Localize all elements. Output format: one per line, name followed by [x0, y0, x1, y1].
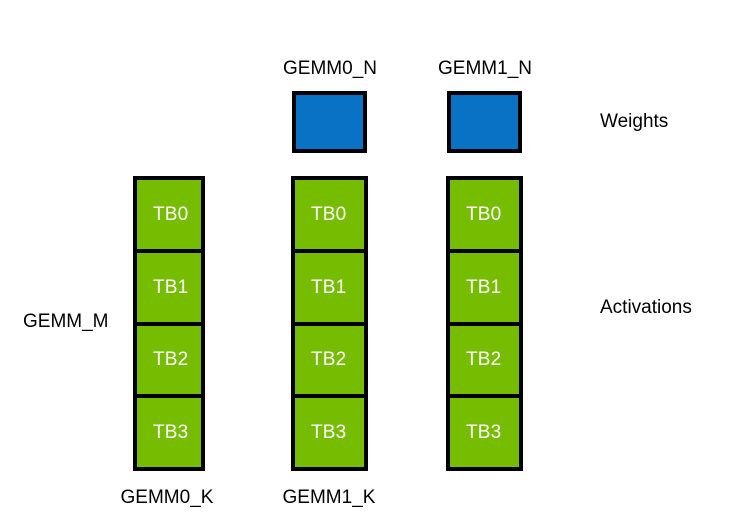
activation-cell: TB1 [137, 253, 201, 326]
activation-cell: TB2 [137, 326, 201, 399]
activation-cell-label: TB2 [311, 349, 347, 371]
activation-cell-label: TB2 [153, 349, 189, 371]
activation-column-0: TB0 TB1 TB2 TB3 [133, 176, 205, 471]
activation-cell: TB1 [295, 253, 364, 326]
weight-tile-gemm0 [292, 91, 367, 153]
activation-cell-label: TB3 [153, 422, 189, 444]
activation-cell-label: TB1 [466, 276, 502, 298]
left-label-gemm-m: GEMM_M [23, 311, 109, 332]
activation-cell: TB3 [137, 398, 201, 467]
bottom-label-gemm1-k: GEMM1_K [282, 487, 376, 508]
activation-cell: TB0 [137, 180, 201, 253]
top-label-gemm1-n-line1: GEMM1_N [438, 58, 532, 79]
activation-cell: TB2 [450, 326, 519, 399]
weight-tile-gemm1 [447, 91, 522, 153]
activation-cell: TB2 [295, 326, 364, 399]
activation-cell: TB3 [450, 398, 519, 467]
activation-cell-label: TB3 [466, 422, 502, 444]
activation-cell: TB1 [450, 253, 519, 326]
right-label-weights: Weights [600, 111, 669, 132]
right-label-activations: Activations [600, 297, 692, 318]
activation-cell: TB3 [295, 398, 364, 467]
activation-cell-label: TB1 [153, 276, 189, 298]
activation-cell: TB0 [295, 180, 364, 253]
activation-column-2: TB0 TB1 TB2 TB3 [446, 176, 523, 471]
activation-cell-label: TB0 [153, 203, 189, 225]
activation-cell-label: TB3 [311, 422, 347, 444]
bottom-label-gemm0-k: GEMM0_K [120, 487, 214, 508]
top-label-gemm0-n-line1: GEMM0_N [283, 58, 377, 79]
activation-column-1: TB0 TB1 TB2 TB3 [291, 176, 368, 471]
activation-cell: TB0 [450, 180, 519, 253]
activation-cell-label: TB0 [311, 203, 347, 225]
activation-cell-label: TB1 [311, 276, 347, 298]
activation-cell-label: TB0 [466, 203, 502, 225]
activation-cell-label: TB2 [466, 349, 502, 371]
